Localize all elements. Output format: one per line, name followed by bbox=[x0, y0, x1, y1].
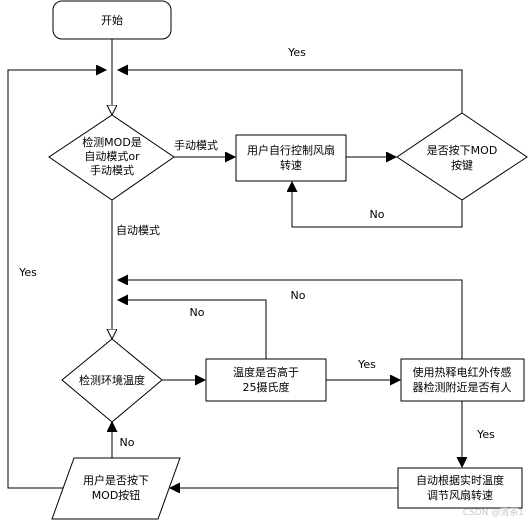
node-infrared[interactable] bbox=[400, 358, 525, 402]
node-start[interactable] bbox=[52, 0, 172, 40]
node-user-mod-button-label-1: 用户是否按下 bbox=[83, 473, 149, 487]
watermark: CSDN @清茶1 bbox=[463, 506, 524, 518]
node-manual-fan-label-2: 转速 bbox=[280, 158, 302, 172]
label-yes-temp: Yes bbox=[357, 358, 376, 371]
node-infrared-label-1: 使用热释电红外传感 bbox=[413, 366, 512, 379]
node-temp-high[interactable] bbox=[205, 358, 327, 402]
node-auto-fan-label-2: 调节风扇转速 bbox=[427, 488, 493, 502]
node-user-mod-button-label-2: MOD按钮 bbox=[92, 488, 141, 502]
label-yes-top: Yes bbox=[287, 46, 306, 59]
label-yes-left: Yes bbox=[18, 266, 37, 279]
edge-mod-yes bbox=[118, 70, 463, 113]
label-no-manual: No bbox=[370, 208, 385, 221]
node-mod-pressed-label-1: 是否按下MOD bbox=[427, 143, 498, 157]
label-manual-mode: 手动模式 bbox=[174, 138, 218, 152]
label-auto-mode: 自动模式 bbox=[116, 224, 160, 237]
node-infrared-label-2: 器检测附近是否有人 bbox=[413, 380, 512, 394]
label-no-temp: No bbox=[190, 306, 205, 319]
node-auto-fan[interactable] bbox=[397, 467, 523, 509]
label-no-mod-button: No bbox=[120, 436, 135, 449]
node-mod-pressed-label-2: 按键 bbox=[451, 158, 473, 172]
edge-temp-no bbox=[118, 300, 267, 359]
edge-user-yes bbox=[7, 70, 106, 489]
edge-infrared-no bbox=[118, 280, 463, 359]
node-temp-high-label-1: 温度是否高于 bbox=[233, 365, 299, 379]
label-yes-infrared: Yes bbox=[476, 428, 495, 441]
label-no-mid: No bbox=[291, 289, 306, 302]
node-start-label: 开始 bbox=[101, 13, 123, 27]
node-mod-pressed[interactable] bbox=[396, 112, 528, 201]
node-check-mode[interactable] bbox=[48, 114, 175, 201]
node-check-mode-label-2: 自动模式or bbox=[84, 150, 140, 163]
node-detect-temp[interactable] bbox=[61, 338, 163, 423]
node-check-mode-label-1: 检测MOD是 bbox=[82, 135, 142, 149]
edge-mod-no bbox=[292, 182, 463, 228]
node-manual-fan[interactable] bbox=[235, 134, 347, 182]
node-detect-temp-label: 检测环境温度 bbox=[79, 373, 145, 387]
node-auto-fan-label-1: 自动根据实时温度 bbox=[416, 473, 504, 487]
node-user-mod-button[interactable] bbox=[51, 457, 181, 520]
node-temp-high-label-2: 25摄氏度 bbox=[243, 380, 290, 394]
node-check-mode-label-3: 手动模式 bbox=[90, 163, 134, 177]
node-manual-fan-label-1: 用户自行控制风扇 bbox=[247, 143, 335, 157]
